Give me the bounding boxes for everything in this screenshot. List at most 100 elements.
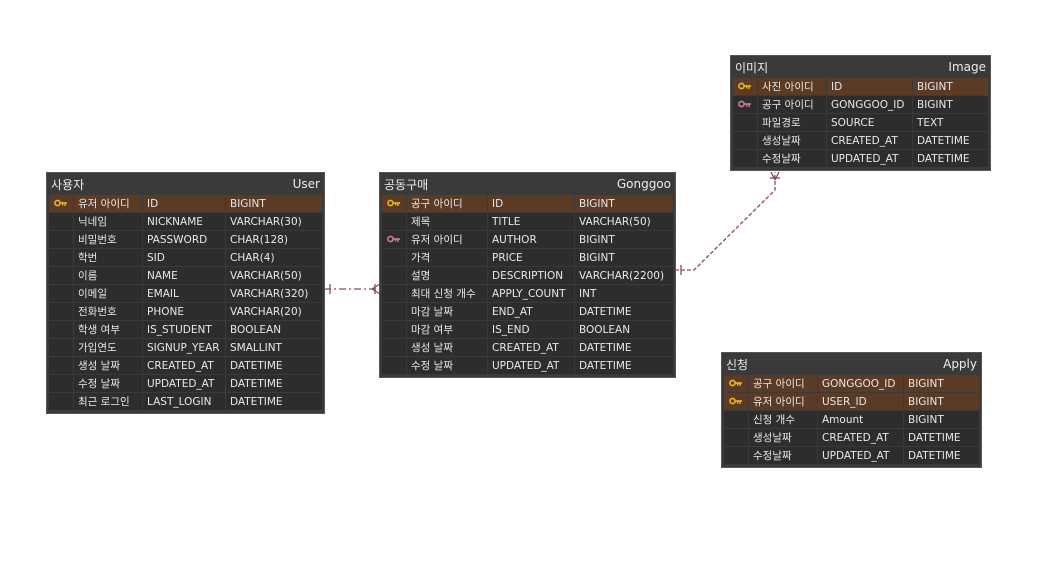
column-label: 제목 [407, 213, 487, 230]
column-type: DATETIME [226, 375, 322, 392]
column-label: 최대 신청 개수 [407, 285, 487, 302]
column-type: BIGINT [226, 195, 322, 212]
column-type: DATETIME [913, 150, 988, 167]
key-cell [724, 447, 748, 464]
primary-key-icon [729, 378, 743, 390]
column-type: DATETIME [904, 447, 979, 464]
column-type: VARCHAR(50) [575, 213, 673, 230]
column-type: INT [575, 285, 673, 302]
column-type: CHAR(128) [226, 231, 322, 248]
column-label: 가입연도 [74, 339, 142, 356]
key-cell [49, 339, 73, 356]
key-cell [382, 231, 406, 248]
column-type: VARCHAR(50) [226, 267, 322, 284]
column-name: PASSWORD [143, 231, 225, 248]
column-type: BIGINT [904, 393, 979, 410]
column-name: GONGGOO_ID [818, 375, 903, 392]
column-type: DATETIME [575, 339, 673, 356]
table-title-ko: 공동구매 [384, 177, 429, 192]
column-type: BOOLEAN [575, 321, 673, 338]
key-cell [724, 429, 748, 446]
column-label: 생성날짜 [758, 132, 826, 149]
column-name: PHONE [143, 303, 225, 320]
foreign-key-icon [387, 234, 401, 246]
key-cell [49, 303, 73, 320]
key-cell [49, 321, 73, 338]
column-label: 유저 아이디 [407, 231, 487, 248]
column-name: APPLY_COUNT [488, 285, 574, 302]
column-type: BIGINT [904, 375, 979, 392]
key-cell [382, 267, 406, 284]
column-type: BOOLEAN [226, 321, 322, 338]
key-cell [382, 321, 406, 338]
column-type: VARCHAR(20) [226, 303, 322, 320]
column-type: BIGINT [904, 411, 979, 428]
column-name: UPDATED_AT [488, 357, 574, 374]
column-type: BIGINT [913, 96, 988, 113]
column-name: TITLE [488, 213, 574, 230]
table-title-en: User [292, 177, 320, 191]
column-type: BIGINT [575, 195, 673, 212]
key-cell [49, 231, 73, 248]
key-cell [733, 78, 757, 95]
column-label: 이메일 [74, 285, 142, 302]
table-header: 신청 Apply [722, 353, 981, 375]
column-name: IS_STUDENT [143, 321, 225, 338]
key-cell [733, 96, 757, 113]
column-name: ID [827, 78, 912, 95]
column-name: UPDATED_AT [818, 447, 903, 464]
table-header: 사용자 User [47, 173, 324, 195]
column-label: 수정 날짜 [74, 375, 142, 392]
column-label: 생성 날짜 [74, 357, 142, 374]
column-label: 학번 [74, 249, 142, 266]
column-name: AUTHOR [488, 231, 574, 248]
column-type: VARCHAR(30) [226, 213, 322, 230]
column-type: VARCHAR(2200) [575, 267, 673, 284]
column-name: IS_END [488, 321, 574, 338]
table-title-ko: 신청 [726, 357, 749, 372]
key-cell [49, 285, 73, 302]
column-type: TEXT [913, 114, 988, 131]
column-label: 생성날짜 [749, 429, 817, 446]
column-label: 닉네임 [74, 213, 142, 230]
column-label: 전화번호 [74, 303, 142, 320]
